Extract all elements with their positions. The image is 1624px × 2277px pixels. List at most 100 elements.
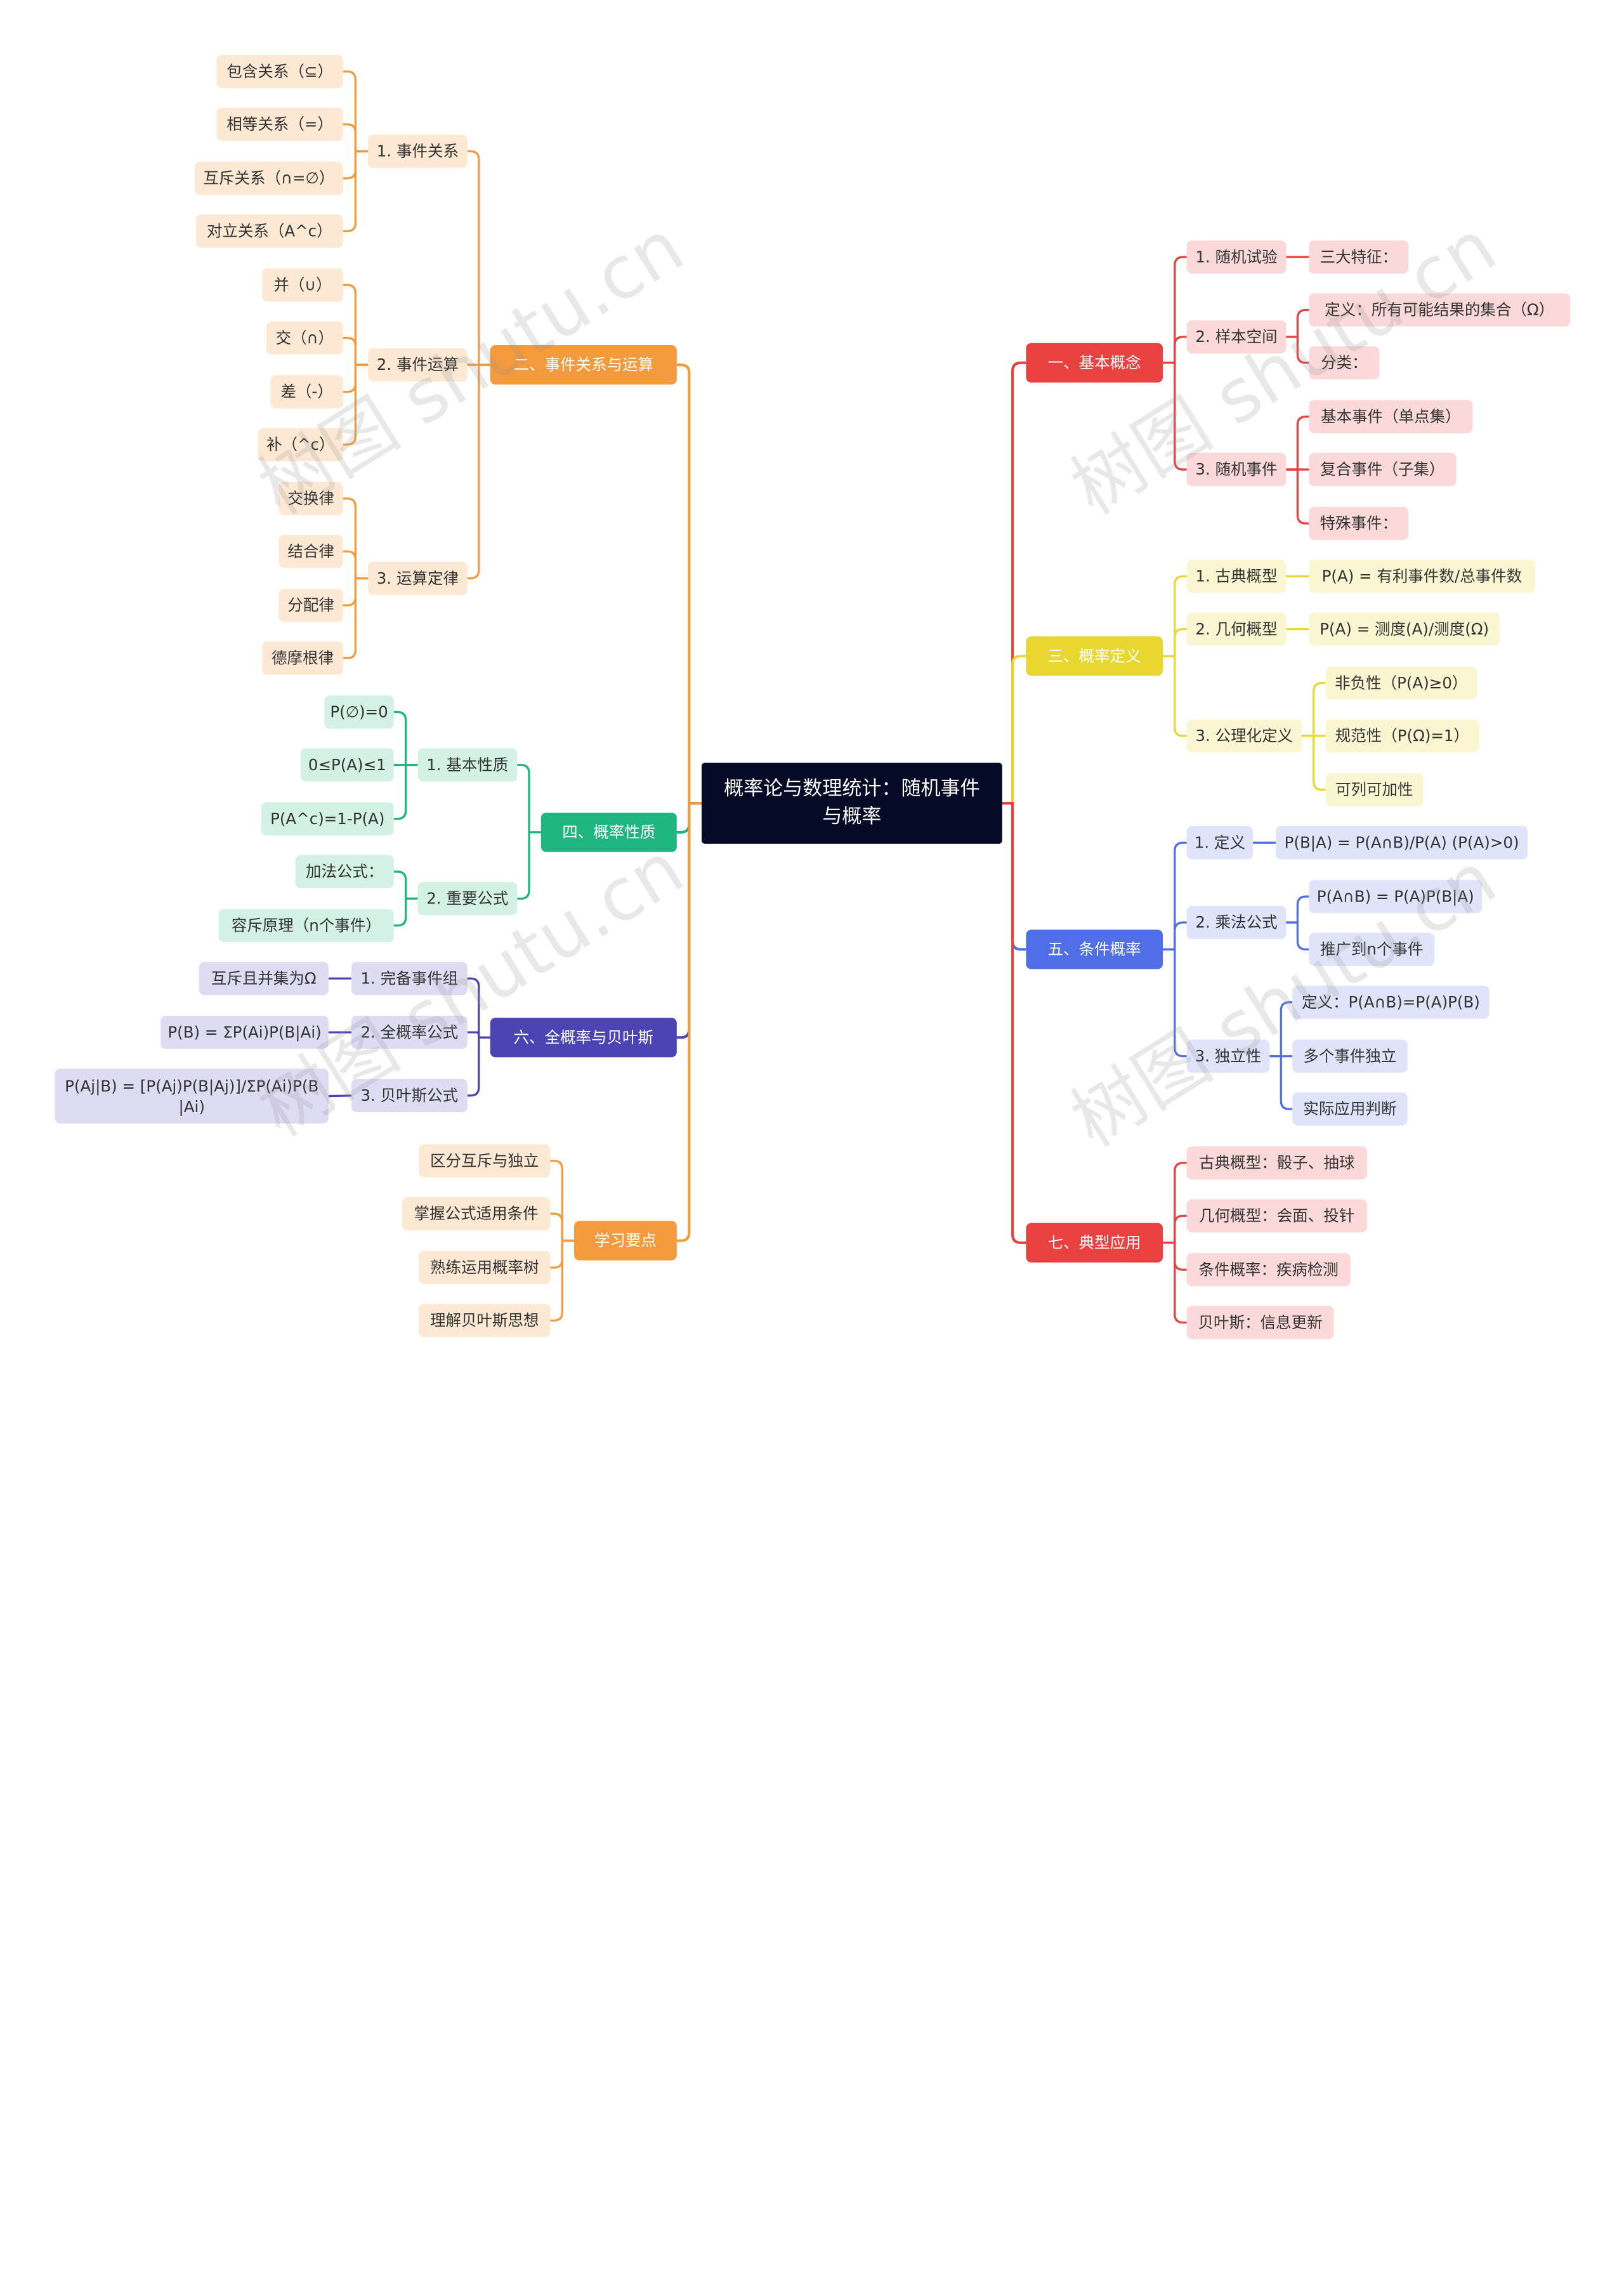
leaf-difference[interactable]: 差（-） [270,375,343,409]
leaf-generalize-n-events[interactable]: 推广到n个事件 [1309,933,1435,966]
leaf-bayesian-thinking[interactable]: 理解贝叶斯思想 [419,1304,551,1337]
leaf-elementary-event[interactable]: 基本事件（单点集） [1309,400,1473,433]
connector-line [343,364,368,446]
sub-conditional-definition[interactable]: 1. 定义 [1186,826,1254,860]
sub-axiomatic-definition[interactable]: 3. 公理化定义 [1186,719,1302,753]
leaf-special-event[interactable]: 特殊事件： [1309,506,1409,541]
sub-geometric-model[interactable]: 2. 几何概型 [1186,612,1287,646]
leaf-bayes-formula[interactable]: P(Aj|B) = [P(Aj)P(B|Aj)]/ΣP(Ai)P(B|Ai) [55,1068,329,1124]
leaf-app-geometric[interactable]: 几何概型：会面、投针 [1186,1199,1367,1233]
connector-line [1163,841,1187,951]
leaf-probability-range[interactable]: 0≤P(A)≤1 [300,748,394,782]
leaf-total-probability[interactable]: P(B) = ΣP(Ai)P(B|Ai) [160,1016,329,1049]
sub-important-formulas[interactable]: 2. 重要公式 [417,882,518,915]
branch-event-relations[interactable]: 二、事件关系与运算 [490,345,677,385]
sub-total-probability-formula[interactable]: 2. 全概率公式 [351,1016,468,1049]
connector-line [676,802,702,1242]
leaf-exclusive-vs-independent[interactable]: 区分互斥与独立 [419,1144,551,1178]
connector-line [467,1036,490,1097]
leaf-conditional-formula[interactable]: P(B|A) = P(A∩B)/P(A) (P(A)>0) [1276,826,1528,860]
leaf-sample-space-definition[interactable]: 定义：所有可能结果的集合（Ω） [1309,293,1571,327]
branch-conditional-probability[interactable]: 五、条件概率 [1026,929,1163,969]
connector-line [676,364,702,805]
leaf-inclusion[interactable]: 包含关系（⊆） [216,55,343,88]
connector-line [1269,1055,1293,1110]
leaf-app-classical[interactable]: 古典概型：骰子、抽球 [1186,1146,1367,1180]
leaf-mutually-exclusive[interactable]: 互斥关系（∩=∅） [195,161,343,195]
connector-line [343,284,368,366]
connector-line [1301,681,1326,737]
sub-classical-model[interactable]: 1. 古典概型 [1186,560,1287,593]
connector-line [343,497,368,580]
branch-probability-definition[interactable]: 三、概率定义 [1026,636,1163,676]
leaf-union[interactable]: 并（∪） [262,268,343,302]
connector-line [1163,921,1187,951]
leaf-equality[interactable]: 相等关系（=） [216,107,343,141]
leaf-intersection[interactable]: 交（∩） [266,321,343,355]
connector-line [550,1212,575,1242]
connector-line [1002,361,1026,805]
sub-bayes-formula[interactable]: 3. 贝叶斯公式 [351,1079,468,1112]
leaf-complement[interactable]: 补（^c） [258,428,343,461]
connector-line [1163,575,1187,657]
connector-line [1163,1242,1187,1324]
sub-multiplication-rule[interactable]: 2. 乘法公式 [1186,905,1287,940]
leaf-geometric-formula[interactable]: P(A) = 测度(A)/测度(Ω) [1309,612,1500,646]
leaf-formula-conditions[interactable]: 掌握公式适用条件 [402,1197,551,1231]
connector-line [1002,655,1026,805]
leaf-normalization[interactable]: 规范性（P(Ω)=1） [1325,719,1479,753]
sub-basic-properties[interactable]: 1. 基本性质 [417,748,518,782]
connector-line [1286,921,1309,951]
leaf-classification[interactable]: 分类： [1309,346,1380,379]
leaf-complete-group-definition[interactable]: 互斥且并集为Ω [199,962,329,995]
connector-line [343,550,368,580]
leaf-multiplication-formula[interactable]: P(A∩B) = P(A)P(B|A) [1309,880,1483,914]
leaf-empty-set-probability[interactable]: P(∅)=0 [324,695,394,729]
leaf-de-morgan[interactable]: 德摩根律 [262,641,343,675]
branch-basic-concepts[interactable]: 一、基本概念 [1026,343,1163,383]
leaf-complementary[interactable]: 对立关系（A^c） [195,214,343,248]
sub-sample-space[interactable]: 2. 样本空间 [1186,320,1287,354]
sub-operation-laws[interactable]: 3. 运算定律 [367,561,468,595]
branch-typical-applications[interactable]: 七、典型应用 [1026,1223,1163,1263]
sub-random-experiment[interactable]: 1. 随机试验 [1186,240,1287,274]
connector-line [1002,802,1026,951]
leaf-complement-rule[interactable]: P(A^c)=1-P(A) [261,802,394,836]
leaf-practical-judgment[interactable]: 实际应用判断 [1292,1092,1408,1126]
root-node[interactable]: 概率论与数理统计：随机事件与概率 [702,763,1002,844]
connector-line [1286,336,1309,364]
branch-study-points[interactable]: 学习要点 [574,1221,677,1261]
leaf-commutative[interactable]: 交换律 [278,482,343,515]
leaf-three-features[interactable]: 三大特征： [1309,240,1409,274]
sub-event-operations[interactable]: 2. 事件运算 [367,348,468,382]
leaf-distributive[interactable]: 分配律 [278,588,343,622]
connector-line [1269,1001,1293,1058]
sub-independence[interactable]: 3. 独立性 [1186,1039,1270,1073]
leaf-addition-formula[interactable]: 加法公式： [295,855,394,889]
connector-line [517,831,541,900]
sub-event-relations[interactable]: 1. 事件关系 [367,135,468,168]
connector-line [343,70,368,153]
connector-line [393,711,418,766]
branch-total-probability-bayes[interactable]: 六、全概率与贝叶斯 [490,1018,677,1058]
sub-random-event[interactable]: 3. 随机事件 [1186,452,1287,487]
sub-complete-event-group[interactable]: 1. 完备事件组 [351,962,468,995]
leaf-app-conditional[interactable]: 条件概率：疾病检测 [1186,1253,1351,1287]
leaf-classical-formula[interactable]: P(A) = 有利事件数/总事件数 [1309,560,1535,593]
connector-line [1002,802,1026,1244]
branch-probability-properties[interactable]: 四、概率性质 [540,812,677,852]
connector-line [1286,416,1309,471]
leaf-compound-event[interactable]: 复合事件（子集） [1309,452,1457,487]
leaf-inclusion-exclusion[interactable]: 容斥原理（n个事件） [218,909,394,943]
leaf-independence-definition[interactable]: 定义：P(A∩B)=P(A)P(B) [1292,985,1490,1019]
leaf-multiple-events-independent[interactable]: 多个事件独立 [1292,1039,1408,1073]
connector-line [1163,256,1187,364]
connector-line [1163,948,1187,1058]
leaf-non-negativity[interactable]: 非负性（P(A)≥0） [1325,666,1477,700]
leaf-probability-tree[interactable]: 熟练运用概率树 [419,1250,551,1285]
leaf-countable-additivity[interactable]: 可列可加性 [1325,773,1424,807]
connector-line [343,577,368,660]
leaf-app-bayes[interactable]: 贝叶斯：信息更新 [1186,1306,1334,1339]
leaf-associative[interactable]: 结合律 [278,534,343,568]
